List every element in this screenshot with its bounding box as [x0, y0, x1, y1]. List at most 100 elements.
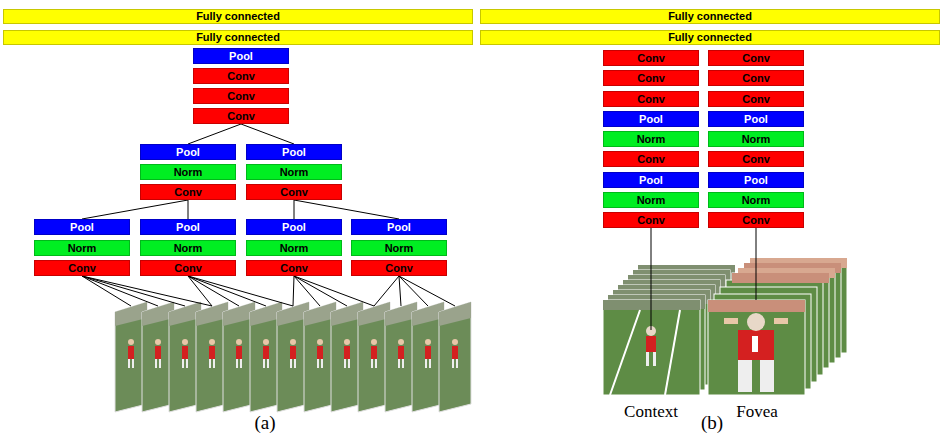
- input-line: [293, 276, 294, 306]
- layer-label: Conv: [742, 93, 770, 106]
- pool-layer: Pool: [708, 111, 804, 127]
- layer-label: Pool: [176, 146, 200, 159]
- connector: [241, 124, 294, 144]
- norm-layer: Norm: [603, 192, 699, 208]
- conv-layer: Conv: [351, 260, 447, 276]
- layer-label: Norm: [68, 242, 97, 255]
- layer-label: Pool: [639, 113, 663, 126]
- connector: [188, 200, 189, 219]
- input-line: [294, 276, 374, 306]
- layer-label: Norm: [742, 133, 771, 146]
- player-figure: [646, 336, 656, 352]
- layer-label: Conv: [227, 70, 255, 83]
- conv-layer: Conv: [708, 151, 804, 167]
- input-line: [188, 276, 293, 306]
- conv-layer: Conv: [603, 50, 699, 66]
- layer-label: Pool: [229, 50, 253, 63]
- norm-layer: Norm: [351, 240, 447, 256]
- connector: [294, 200, 295, 219]
- norm-layer: Norm: [140, 164, 236, 180]
- layer-label: Conv: [742, 214, 770, 227]
- input-line: [82, 276, 212, 306]
- pool-layer: Pool: [246, 144, 342, 160]
- layer-label: Conv: [742, 72, 770, 85]
- layer-label: Pool: [744, 113, 768, 126]
- video-frame: [439, 302, 471, 412]
- layer-label: Conv: [68, 262, 96, 275]
- layer-label: Pool: [639, 174, 663, 187]
- image-stands: [708, 300, 805, 312]
- pool-layer: Pool: [140, 144, 236, 160]
- layer-label: Fully connected: [668, 31, 752, 44]
- pool-layer: Pool: [140, 219, 236, 235]
- input-line: [651, 228, 652, 330]
- player-arm: [774, 318, 788, 324]
- jersey-number: [752, 336, 758, 352]
- layer-label: Norm: [280, 242, 309, 255]
- layer-label: Norm: [742, 194, 771, 207]
- conv-layer: Conv: [708, 212, 804, 228]
- panel-label: (a): [254, 412, 275, 434]
- image-caption: Context: [624, 402, 678, 422]
- input-line: [294, 276, 347, 306]
- layer-label: Conv: [227, 110, 255, 123]
- input-line: [399, 276, 455, 306]
- conv-layer: Conv: [193, 68, 289, 84]
- layer-label: Pool: [387, 221, 411, 234]
- connector: [82, 200, 188, 219]
- image-field: [708, 300, 805, 395]
- conv-layer: Conv: [603, 91, 699, 107]
- layer-label: Conv: [637, 72, 665, 85]
- fovea-stands: [732, 273, 829, 283]
- input-line: [188, 276, 239, 306]
- layer-label: Conv: [742, 52, 770, 65]
- player-body: [738, 330, 774, 360]
- layer-label: Conv: [280, 262, 308, 275]
- layer-label: Pool: [70, 221, 94, 234]
- player-leg: [646, 352, 649, 366]
- layer-label: Fully connected: [668, 10, 752, 23]
- player-leg: [738, 360, 752, 392]
- fully-connected-layer: Fully connected: [480, 9, 940, 24]
- norm-layer: Norm: [708, 131, 804, 147]
- layer-label: Conv: [280, 186, 308, 199]
- input-line: [399, 276, 428, 306]
- layer-label: Norm: [385, 242, 414, 255]
- conv-layer: Conv: [140, 184, 236, 200]
- pool-layer: Pool: [246, 219, 342, 235]
- layer-label: Norm: [174, 242, 203, 255]
- yard-line: [610, 310, 640, 395]
- layer-label: Conv: [637, 52, 665, 65]
- layer-label: Fully connected: [196, 31, 280, 44]
- input-lines: [651, 228, 756, 330]
- input-line: [82, 276, 131, 306]
- player-leg: [760, 360, 774, 392]
- fovea-image: [708, 300, 805, 395]
- layer-label: Pool: [282, 146, 306, 159]
- conv-layer: Conv: [34, 260, 130, 276]
- layer-label: Norm: [174, 166, 203, 179]
- norm-layer: Norm: [246, 164, 342, 180]
- layer-label: Conv: [227, 90, 255, 103]
- conv-layer: Conv: [193, 88, 289, 104]
- input-lines: [82, 276, 455, 306]
- conv-layer: Conv: [140, 260, 236, 276]
- input-line: [399, 276, 401, 306]
- fully-connected-layer: Fully connected: [3, 30, 473, 45]
- fully-connected-layer: Fully connected: [3, 9, 473, 24]
- layer-label: Conv: [174, 262, 202, 275]
- pool-layer: Pool: [351, 219, 447, 235]
- yard-line: [665, 310, 680, 395]
- player-head: [747, 313, 765, 331]
- pool-layer: Pool: [34, 219, 130, 235]
- layer-label: Conv: [385, 262, 413, 275]
- layer-label: Pool: [176, 221, 200, 234]
- conv-layer: Conv: [708, 91, 804, 107]
- layer-label: Conv: [742, 153, 770, 166]
- input-line: [82, 276, 185, 306]
- player-arm: [724, 318, 738, 324]
- player-leg: [653, 352, 656, 366]
- layer-label: Conv: [174, 186, 202, 199]
- conv-layer: Conv: [603, 151, 699, 167]
- layer-label: Norm: [280, 166, 309, 179]
